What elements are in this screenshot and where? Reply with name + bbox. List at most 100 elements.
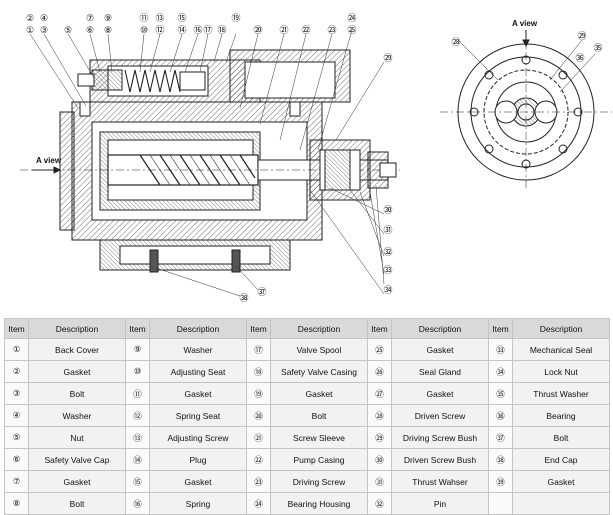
callout-balloon: ⑩: [140, 25, 148, 35]
callout-balloon: ㉞: [383, 285, 392, 295]
callout-balloon: ⑰: [203, 25, 212, 35]
callout-balloon: ㉒: [301, 25, 310, 35]
part-description: Gasket: [149, 382, 247, 405]
part-description: Seal Gland: [391, 360, 489, 383]
main-view-label: A view: [36, 156, 62, 165]
callout-balloon: ④: [40, 13, 48, 23]
part-number: ㉔: [246, 492, 271, 515]
part-number: ⑧: [4, 492, 29, 515]
part-description: Bolt: [28, 492, 126, 515]
part-number: ⑲: [246, 382, 271, 405]
end-view: [440, 30, 612, 188]
part-description: Gasket: [391, 382, 489, 405]
callout-number: ㉕: [347, 25, 356, 35]
part-number: ⑳: [246, 404, 271, 427]
callout-number: ⑥: [86, 25, 94, 35]
callout-number: ②: [26, 13, 34, 23]
callout-balloon: ⑮: [177, 13, 186, 23]
part-number: ㉚: [367, 448, 392, 471]
part-number: ⑪: [125, 382, 150, 405]
part-description: Spring Seat: [149, 404, 247, 427]
callout-number: ㉞: [383, 285, 392, 295]
column-header-description: Description: [28, 318, 126, 339]
callout-number: ㉝: [383, 265, 392, 275]
column-header-description: Description: [391, 318, 489, 339]
callout-number: ③: [40, 25, 48, 35]
callout-number: ①: [26, 25, 34, 35]
callout-number: ㉜: [383, 247, 392, 257]
callout-number: ⑬: [155, 13, 164, 23]
callout-balloon: ㊲: [257, 287, 266, 297]
part-description: Back Cover: [28, 338, 126, 361]
callout-number: ㊱: [575, 53, 584, 63]
part-number: [488, 492, 513, 515]
part-description: End Cap: [512, 448, 610, 471]
callout-number: ㉑: [279, 25, 288, 35]
part-number: ⑦: [4, 470, 29, 493]
callout-balloon: ⑥: [86, 25, 94, 35]
end-view-label: A view: [512, 19, 538, 28]
part-description: Gasket: [28, 360, 126, 383]
part-description: Adjusting Screw: [149, 426, 247, 449]
callout-balloon: ⑲: [231, 13, 240, 23]
callout-number: ⑦: [86, 13, 94, 23]
casing-bolts: [79, 101, 301, 117]
part-number: ㉜: [367, 492, 392, 515]
callout-balloon: ⑤: [64, 25, 72, 35]
part-number: ㉑: [246, 426, 271, 449]
callout-balloon: ㉝: [383, 265, 392, 275]
callout-number: ㉙: [383, 53, 392, 63]
column-header-item: Item: [125, 318, 150, 339]
callout-balloon: ⑬: [155, 13, 164, 23]
callout-number: ⑩: [140, 25, 148, 35]
callout-number: ⑱: [217, 25, 226, 35]
callout-number: ⑮: [177, 13, 186, 23]
part-number: ㉖: [367, 360, 392, 383]
part-number: ⑬: [125, 426, 150, 449]
callout-number: ⑤: [64, 25, 72, 35]
callout-balloon: ㉘: [451, 37, 460, 47]
part-number: ⑩: [125, 360, 150, 383]
callout-balloon: ⑨: [104, 13, 112, 23]
part-number: ㉙: [367, 426, 392, 449]
callout-number: ⑫: [155, 25, 164, 35]
callout-balloon: ②: [26, 13, 34, 23]
callout-number: ㊳: [239, 293, 248, 303]
callout-number: ㉟: [593, 43, 602, 53]
part-number: ⑨: [125, 338, 150, 361]
part-description: Bolt: [270, 404, 368, 427]
callout-balloon: ⑱: [217, 25, 226, 35]
part-number: ㊱: [488, 404, 513, 427]
part-number: ⑰: [246, 338, 271, 361]
adjusting-screw: [91, 69, 123, 91]
part-number: ㊲: [488, 426, 513, 449]
callout-balloon: ㉕: [347, 25, 356, 35]
part-number: ⑱: [246, 360, 271, 383]
callout-number: ⑧: [104, 25, 112, 35]
bearing: [324, 149, 351, 191]
part-number: ⑫: [125, 404, 150, 427]
callout-balloon: ㉙: [577, 31, 586, 41]
part-description: Pump Casing: [270, 448, 368, 471]
callout-balloon: ㉓: [327, 25, 336, 35]
callout-number: ㉘: [451, 37, 460, 47]
back-cover: [59, 111, 75, 231]
part-description: Safety Valve Casing: [270, 360, 368, 383]
part-description: Gasket: [391, 338, 489, 361]
callout-number: ㉓: [327, 25, 336, 35]
part-description: Spring: [149, 492, 247, 515]
callout-balloon: ⑧: [104, 25, 112, 35]
column-header-description: Description: [270, 318, 368, 339]
part-description: Gasket: [270, 382, 368, 405]
callout-number: ㉔: [347, 13, 356, 23]
leader-lines: [29, 29, 385, 297]
part-number: ③: [4, 382, 29, 405]
part-description: [512, 492, 610, 515]
callout-balloon: ⑯: [193, 25, 202, 35]
